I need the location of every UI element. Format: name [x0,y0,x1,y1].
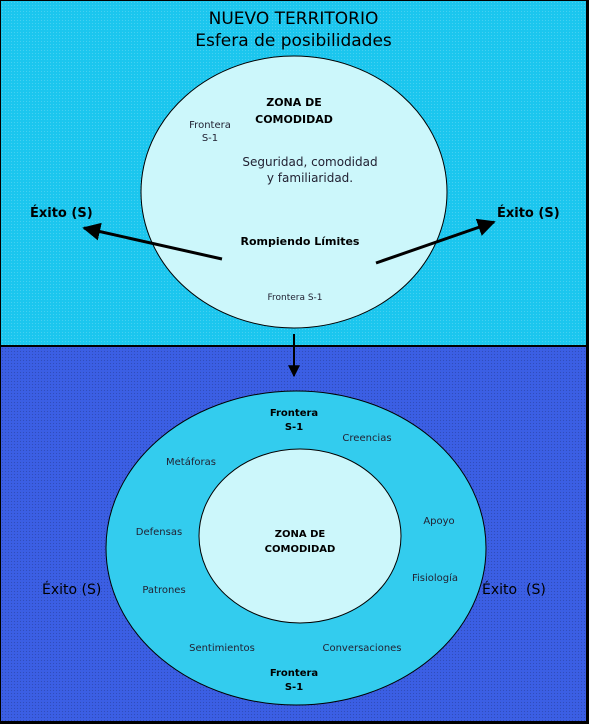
top-description-line1: Seguridad, comodidad [242,155,378,169]
bottom-frontera-bottom-line1: Frontera [269,668,319,679]
top-description-line2: y familiaridad. [266,171,354,185]
bottom-exito-right: Éxito (S) [482,582,546,598]
label-creencias: Creencias [342,433,392,444]
label-conversaciones: Conversaciones [322,643,402,654]
arrow-left [82,222,223,261]
label-patrones: Patrones [142,585,186,596]
bottom-frontera-bottom-line2: S-1 [284,682,304,693]
top-exito-right: Éxito (S) [497,206,560,221]
bottom-zone-label-line1: ZONA DE [274,529,326,540]
label-metaforas: Metáforas [166,457,216,468]
top-frontera-b-label: Frontera S-1 [267,293,323,303]
label-apoyo: Apoyo [423,516,455,527]
top-comfort-zone-circle [140,55,448,329]
bottom-exito-left: Éxito (S) [42,582,102,598]
bottom-zone-label-line2: COMODIDAD [264,544,336,555]
label-sentimientos: Sentimientos [189,643,255,654]
top-frontera-a-line2: S-1 [201,133,219,144]
top-zone-label-line1: ZONA DE [266,96,322,109]
label-defensas: Defensas [135,527,183,538]
title-line1: NUEVO TERRITORIO [208,9,379,29]
title-line2: Esfera de posibilidades [195,31,392,51]
bottom-comfort-zone-circle [198,448,402,624]
bottom-frontera-top-line2: S-1 [284,422,304,433]
label-fisiologia: Fisiología [411,573,459,584]
top-zone-label-line2: COMODIDAD [255,113,333,126]
arrow-right [375,218,496,265]
bottom-frontera-top-line1: Frontera [269,408,319,419]
breaking-limits-label: Rompiendo Límites [240,235,360,248]
top-exito-left: Éxito (S) [30,206,93,221]
top-frontera-a-line1: Frontera [189,120,231,131]
